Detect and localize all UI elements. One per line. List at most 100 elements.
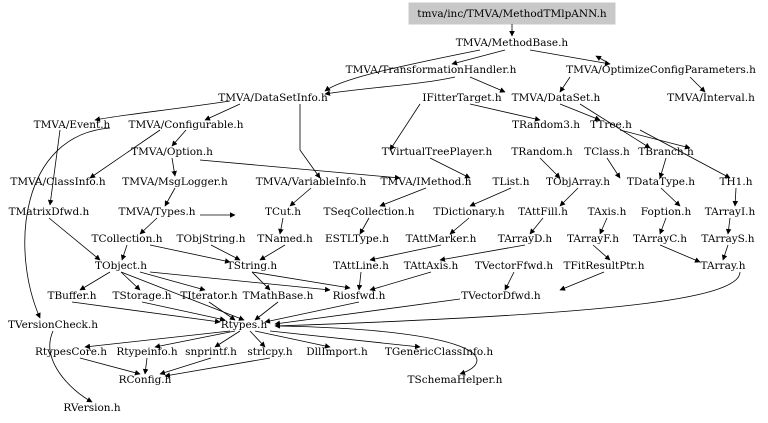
node-datasetinfo[interactable]: TMVA/DataSetInfo.h	[218, 92, 328, 104]
node-tcut[interactable]: TCut.h	[265, 206, 301, 218]
node-rtypescore[interactable]: RtypesCore.h	[35, 346, 107, 358]
node-snprintf[interactable]: snprintf.h	[185, 346, 237, 358]
node-tarrayd[interactable]: TArrayD.h	[498, 233, 553, 245]
dependency-edge	[210, 244, 241, 261]
node-tattline[interactable]: TAttLine.h	[333, 260, 389, 272]
node-titerator[interactable]: TIterator.h	[180, 290, 238, 302]
node-transformationhandler[interactable]: TMVA/TransformationHandler.h	[346, 64, 517, 76]
dependency-edge	[619, 129, 691, 150]
node-tarrayi[interactable]: TArrayI.h	[705, 206, 756, 218]
node-methodbase[interactable]: TMVA/MethodBase.h	[456, 37, 569, 49]
node-tarrayf[interactable]: TArrayF.h	[567, 233, 619, 245]
node-tattaxis[interactable]: TAttAxis.h	[404, 260, 459, 272]
node-tvirtualtreeplayer[interactable]: TVirtualTreePlayer.h	[382, 146, 493, 158]
node-tobjstring[interactable]: TObjString.h	[177, 233, 246, 245]
dependency-edge	[299, 104, 321, 179]
dependency-edge	[89, 129, 161, 179]
dependency-edge	[660, 187, 681, 207]
dependency-edge	[559, 103, 601, 121]
node-tcollection[interactable]: TCollection.h	[92, 233, 163, 245]
node-tbuffer[interactable]: TBuffer.h	[47, 290, 96, 302]
dependency-edge	[732, 187, 739, 207]
dependency-edge	[449, 217, 470, 235]
dependency-edge	[141, 301, 226, 322]
dependency-edge	[24, 127, 111, 319]
node-tstring[interactable]: TString.h	[227, 260, 278, 272]
dependency-edge	[606, 157, 621, 179]
node-taxis[interactable]: TAxis.h	[588, 206, 627, 218]
dependency-edge	[725, 217, 732, 235]
node-classinfo[interactable]: TMVA/ClassInfo.h	[10, 176, 105, 188]
node-tattmarker[interactable]: TAttMarker.h	[406, 233, 477, 245]
dependency-edges	[24, 24, 741, 403]
dependency-edge	[79, 271, 111, 291]
node-estltype[interactable]: ESTLType.h	[325, 233, 389, 245]
node-event[interactable]: TMVA/Event.h	[34, 119, 111, 131]
node-tarray[interactable]: TArray.h	[701, 260, 746, 272]
node-optimizeconfig[interactable]: TMVA/OptimizeConfigParameters.h	[566, 64, 756, 76]
node-dllimport[interactable]: DllImport.h	[306, 346, 368, 358]
dependency-edge	[84, 330, 231, 350]
dependency-edge	[689, 76, 706, 93]
node-rtypeinfo[interactable]: Rtypeinfo.h	[116, 346, 177, 358]
node-tseqcollection[interactable]: TSeqCollection.h	[323, 206, 414, 218]
dependency-edge	[579, 103, 651, 149]
node-tbranch[interactable]: TBranch.h	[638, 146, 694, 158]
node-rconfig[interactable]: RConfig.h	[119, 374, 172, 386]
node-interval[interactable]: TMVA/Interval.h	[667, 92, 755, 104]
node-foption[interactable]: Foption.h	[641, 206, 692, 218]
node-dataset[interactable]: TMVA/DataSet.h	[512, 92, 601, 104]
node-tobjarray[interactable]: TObjArray.h	[546, 176, 610, 188]
node-tstorage[interactable]: TStorage.h	[112, 290, 171, 302]
node-tnamed[interactable]: TNamed.h	[257, 233, 313, 245]
node-strlcpy[interactable]: strlcpy.h	[247, 346, 292, 358]
node-tobject[interactable]: TObject.h	[95, 260, 147, 272]
node-tlist[interactable]: TList.h	[492, 176, 529, 188]
node-tfitresultptr[interactable]: TFitResultPtr.h	[564, 260, 645, 272]
dependency-edge	[154, 330, 236, 349]
dependency-edge	[149, 271, 331, 293]
dependency-edge	[279, 325, 478, 375]
node-imethod[interactable]: TMVA/IMethod.h	[381, 176, 472, 188]
node-tgenericclassinfo[interactable]: TGenericClassInfo.h	[385, 346, 494, 358]
node-tschemahelper[interactable]: TSchemaHelper.h	[408, 374, 503, 386]
dependency-edge	[214, 330, 241, 348]
dependency-edge	[249, 330, 266, 348]
node-tmathbase[interactable]: TMathBase.h	[243, 290, 314, 302]
node-tattfill[interactable]: TAttFill.h	[518, 206, 568, 218]
node-ifittertarget[interactable]: IFitterTarget.h	[422, 92, 501, 104]
node-option[interactable]: TMVA/Option.h	[131, 146, 213, 158]
node-msglogger[interactable]: TMVA/MsgLogger.h	[122, 176, 228, 188]
node-rtypes[interactable]: Rtypes.h	[221, 319, 268, 331]
node-tdatatype[interactable]: TDataType.h	[627, 176, 695, 188]
node-riosfwd[interactable]: Riosfwd.h	[333, 290, 386, 302]
node-tarrayc[interactable]: TArrayC.h	[633, 233, 687, 245]
node-th1[interactable]: TH1.h	[720, 176, 753, 188]
dependency-edge	[659, 217, 667, 235]
node-tarrays[interactable]: TArrayS.h	[701, 233, 754, 245]
root-node-label[interactable]: tmva/inc/TMVA/MethodTMlpANN.h	[417, 8, 607, 20]
dependency-edge	[559, 76, 571, 93]
node-tversioncheck[interactable]: TVersionCheck.h	[8, 319, 98, 331]
node-trandom3[interactable]: TRandom3.h	[512, 119, 580, 131]
dependency-edge	[79, 357, 141, 376]
dependency-edge	[269, 330, 421, 350]
node-tvectorffwd[interactable]: TVectorFfwd.h	[475, 260, 553, 272]
dependency-edge	[356, 271, 363, 291]
node-tvectordfwd[interactable]: TVectorDfwd.h	[461, 290, 541, 302]
dependency-edge	[159, 357, 212, 376]
node-ttree[interactable]: TTree.h	[590, 119, 632, 131]
node-tmatrixdfwd[interactable]: TMatrixDfwd.h	[9, 206, 90, 218]
dependency-edge	[120, 271, 141, 291]
node-tdictionary[interactable]: TDictionary.h	[433, 206, 504, 218]
node-trandom[interactable]: TRandom.h	[511, 146, 573, 158]
dependency-edge	[389, 103, 421, 151]
dependency-edge	[164, 187, 176, 207]
node-tclass[interactable]: TClass.h	[584, 146, 630, 158]
node-rversion[interactable]: RVersion.h	[63, 402, 121, 414]
dependency-edge	[529, 217, 544, 235]
dependency-edge	[721, 244, 729, 261]
node-variableinfo[interactable]: TMVA/VariableInfo.h	[256, 176, 367, 188]
node-types[interactable]: TMVA/Types.h	[118, 206, 195, 218]
node-configurable[interactable]: TMVA/Configurable.h	[128, 119, 243, 131]
